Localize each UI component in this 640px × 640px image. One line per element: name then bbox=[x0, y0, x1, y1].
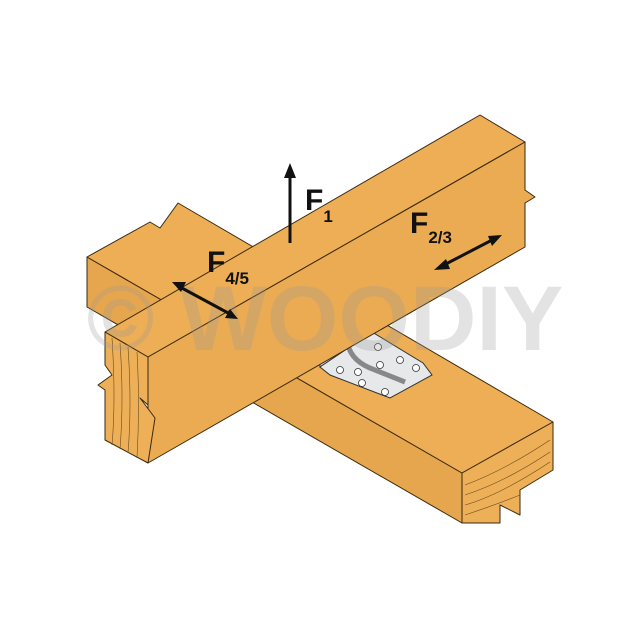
force-f45-arrow bbox=[172, 282, 238, 319]
force-f45-label: F4/5 bbox=[207, 246, 249, 288]
upper-beam bbox=[97, 114, 536, 464]
force-f23-label: F2/3 bbox=[410, 207, 452, 247]
watermark: © WOODIY bbox=[87, 268, 564, 370]
force-f23-arrow bbox=[434, 235, 502, 270]
force-f1-arrow bbox=[284, 163, 296, 243]
upper-beam-end-grain bbox=[97, 331, 156, 464]
end-grain-lines bbox=[111, 337, 139, 459]
force-arrows bbox=[172, 163, 502, 319]
upper-beam-front-face bbox=[147, 141, 536, 464]
end-grain-lines bbox=[464, 439, 551, 516]
force-f1-label: F1 bbox=[305, 184, 333, 226]
